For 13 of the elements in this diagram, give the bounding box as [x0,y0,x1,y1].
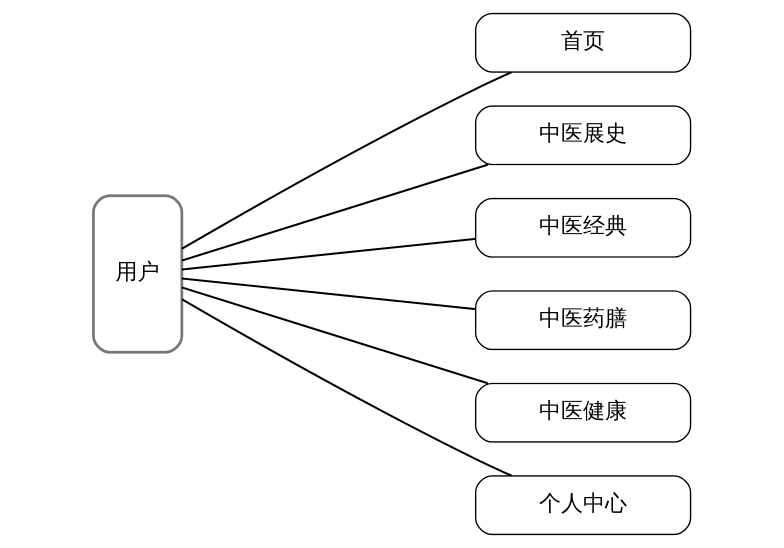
node-box: 首页 [474,12,692,73]
connector [181,298,512,477]
node-box: 个人中心 [474,475,692,536]
connector [182,277,476,310]
connector [182,238,476,271]
connector [181,71,512,250]
connector [182,286,488,384]
node-box: 用户 [92,194,184,354]
node-box: 中医展史 [474,105,692,166]
node-box: 中医健康 [474,382,692,443]
node-box: 中医经典 [474,198,692,258]
node-box: 中医药膳 [474,290,692,350]
connector [182,164,488,262]
